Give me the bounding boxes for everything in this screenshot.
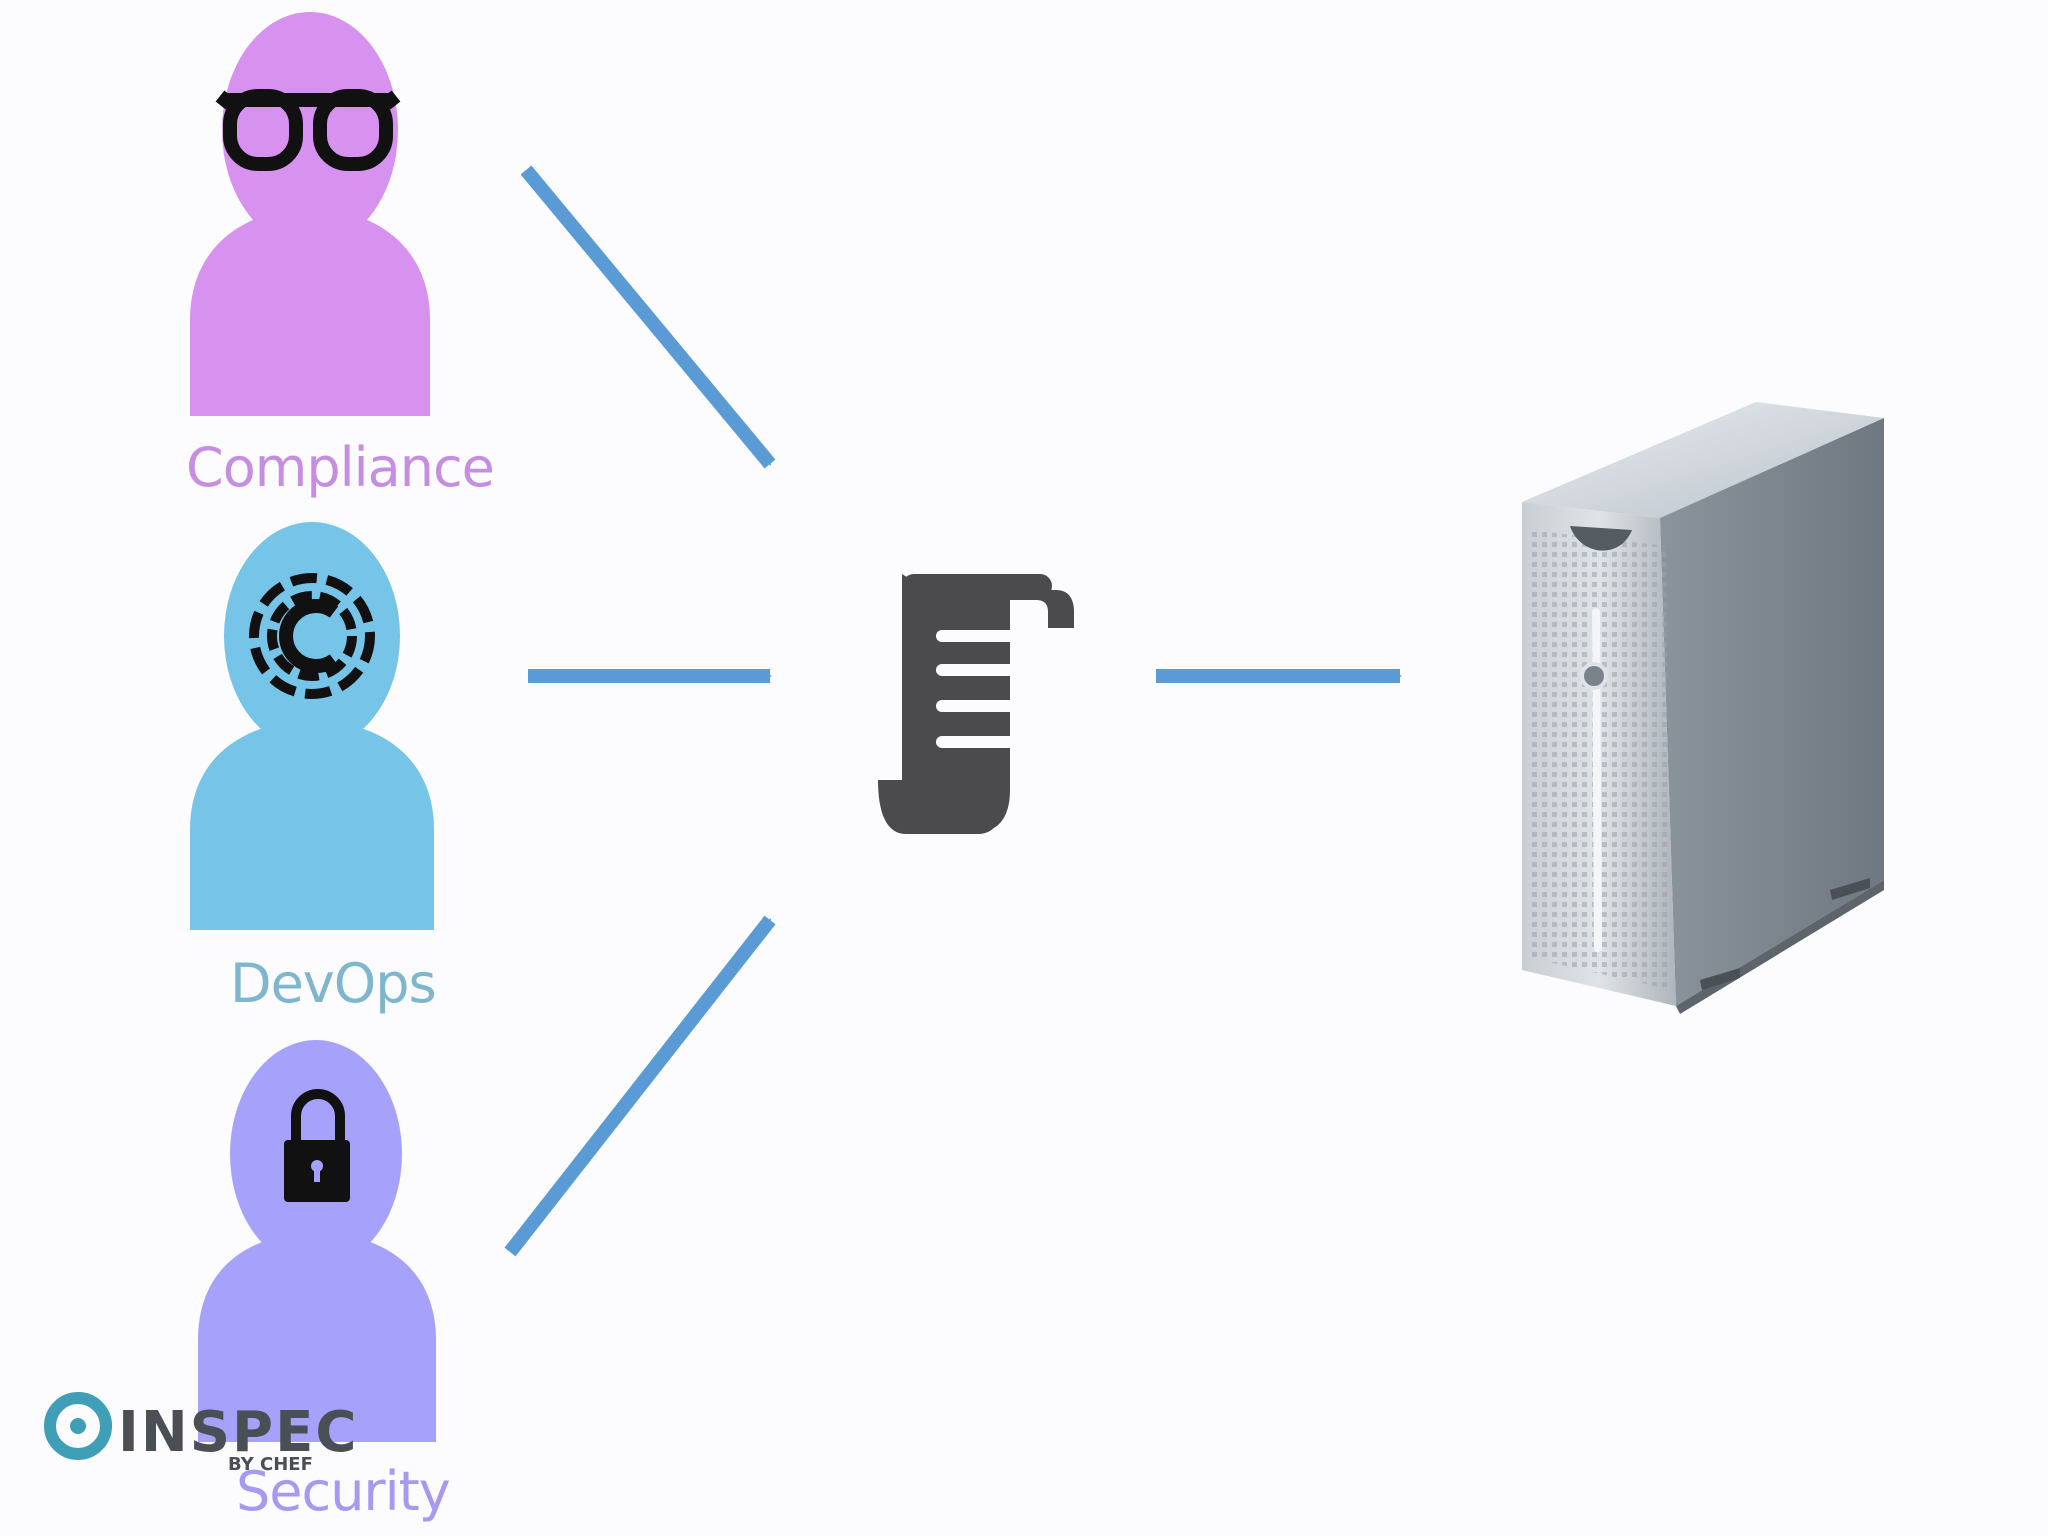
arrow-compliance-to-script	[520, 165, 776, 469]
persona-security	[198, 1040, 436, 1442]
flow-arrows	[504, 165, 1402, 1257]
persona-devops	[190, 522, 434, 930]
glasses-icon	[215, 89, 401, 171]
server-tower-icon	[1522, 402, 1884, 1014]
script-scroll-icon	[878, 574, 1074, 834]
inspec-logo-byline: BY CHEF	[228, 1454, 313, 1475]
persona-devops-body	[190, 720, 434, 930]
padlock-icon	[284, 1089, 350, 1202]
persona-compliance	[190, 12, 430, 416]
persona-label-devops: DevOps	[230, 952, 437, 1015]
persona-label-compliance: Compliance	[186, 436, 495, 499]
persona-compliance-head	[222, 12, 398, 248]
persona-label-security: Security	[236, 1460, 451, 1523]
inspec-logo-icon	[44, 1392, 112, 1460]
persona-compliance-body	[190, 208, 430, 416]
chef-logo-icon	[249, 573, 375, 699]
inspec-logo-text: INSPEC	[118, 1400, 359, 1465]
arrow-security-to-script	[504, 915, 776, 1257]
persona-devops-head	[224, 522, 400, 750]
persona-security-body	[198, 1232, 436, 1442]
